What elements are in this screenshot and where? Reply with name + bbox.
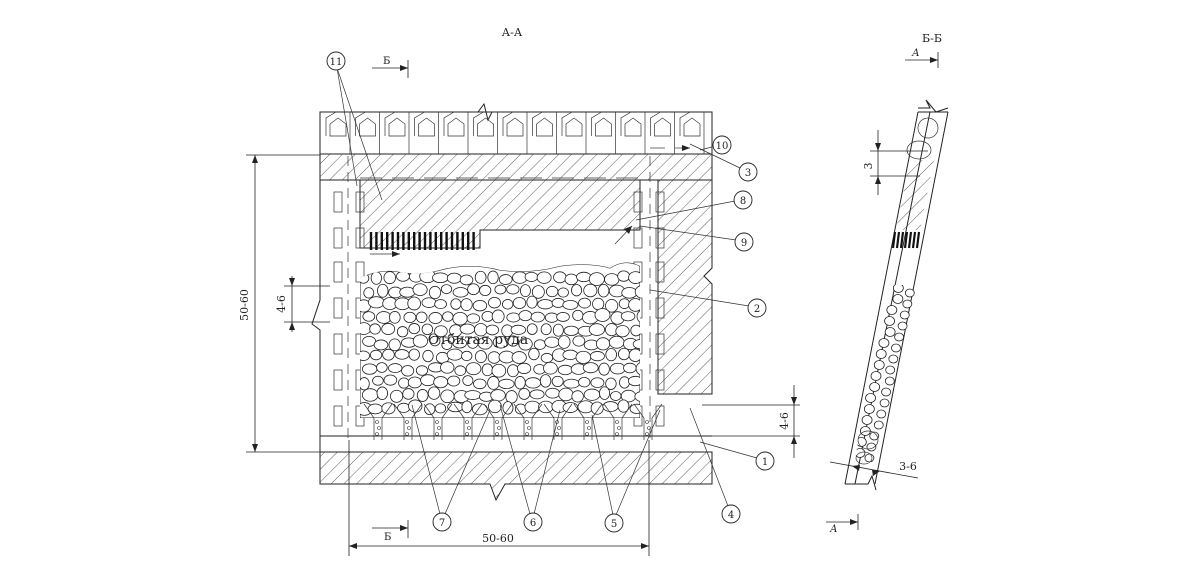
drill-holes xyxy=(369,232,475,250)
cut-mark-a-top: А xyxy=(911,48,920,59)
dimensions-main: 50-60 4-6 4-6 50-60 Б Б xyxy=(238,56,800,556)
callout-4: 4 xyxy=(728,510,734,521)
dim-side-bottom-label: 3-6 xyxy=(899,460,917,473)
dim-height-label: 50-60 xyxy=(238,289,251,321)
callouts-main: 11 10 3 8 9 2 1 4 5 xyxy=(326,51,775,533)
callout-3: 3 xyxy=(745,168,751,179)
cut-mark-a-bottom: А xyxy=(829,524,838,535)
section-title-main: А-А xyxy=(502,26,523,39)
dim-width-label: 50-60 xyxy=(482,532,514,545)
right-pillar xyxy=(657,179,713,395)
stope-roof-block xyxy=(359,179,641,249)
callout-10: 10 xyxy=(716,141,729,152)
callout-6: 6 xyxy=(530,518,536,529)
draw-points xyxy=(363,403,663,440)
side-section: Б-Б А А 3 xyxy=(826,32,949,535)
callout-5: 5 xyxy=(611,519,617,530)
callout-7: 7 xyxy=(439,518,445,529)
broken-ore xyxy=(360,262,640,418)
callout-2: 2 xyxy=(754,304,760,315)
top-cells xyxy=(325,102,705,154)
section-title-side: Б-Б xyxy=(922,32,942,45)
main-section: Отбитая руда xyxy=(311,102,713,502)
callout-11: 11 xyxy=(330,57,343,68)
dim-left-pillar-label: 4-6 xyxy=(275,295,288,313)
outer-frame xyxy=(311,112,321,484)
callout-9: 9 xyxy=(741,238,747,249)
cut-mark-top: Б xyxy=(383,56,390,67)
callout-1: 1 xyxy=(762,457,768,468)
side-drill-holes xyxy=(891,231,921,249)
callout-8: 8 xyxy=(740,196,746,207)
upper-slab xyxy=(319,153,713,181)
cut-mark-bottom: Б xyxy=(384,532,391,543)
dim-side-top-label: 3 xyxy=(862,163,875,170)
bottom-slab xyxy=(319,451,713,502)
dim-right-pillar-label: 4-6 xyxy=(778,412,791,430)
ore-label: Отбитая руда xyxy=(428,332,529,348)
